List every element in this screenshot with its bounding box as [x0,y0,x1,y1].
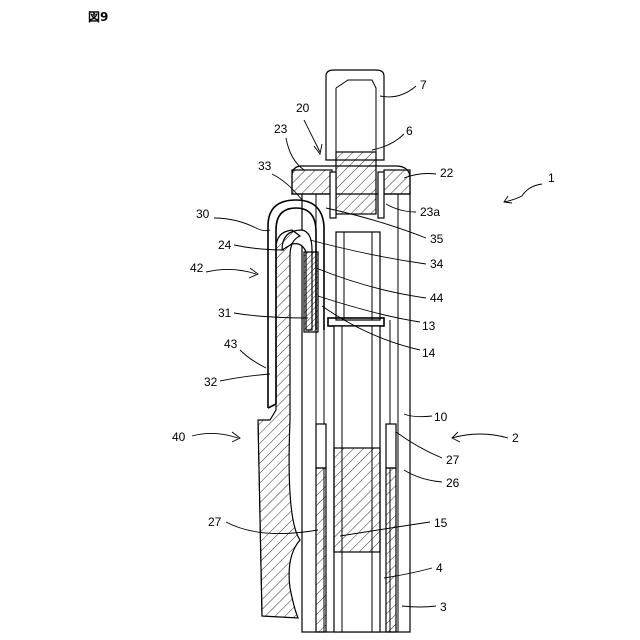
clip-body [258,230,300,618]
refill-rod [334,326,380,632]
label-42: 42 [190,261,204,275]
figure-title: 図9 [88,10,108,24]
label-13: 13 [422,319,436,333]
label-34: 34 [430,257,444,271]
knock-button [326,70,384,160]
label-30: 30 [196,207,210,221]
label-27-left: 27 [208,515,222,529]
label-3: 3 [440,600,447,614]
label-26: 26 [446,476,460,490]
label-44: 44 [430,291,444,305]
label-33: 33 [258,159,272,173]
label-6: 6 [406,124,413,138]
label-24: 24 [218,238,232,252]
label-43: 43 [224,337,238,351]
label-40: 40 [172,430,186,444]
inner-stem [330,152,384,218]
label-14: 14 [422,346,436,360]
label-7: 7 [420,78,427,92]
label-32: 32 [204,375,218,389]
label-35: 35 [430,232,444,246]
label-1: 1 [548,171,555,185]
label-10: 10 [434,410,448,424]
label-23a: 23a [420,205,440,219]
label-31: 31 [218,306,232,320]
label-27-right: 27 [446,453,460,467]
label-22: 22 [440,166,454,180]
label-20: 20 [296,101,310,115]
inner-cylinder [328,232,384,326]
label-23: 23 [274,122,288,136]
label-15: 15 [434,516,448,530]
label-4: 4 [436,561,443,575]
label-2: 2 [512,431,519,445]
